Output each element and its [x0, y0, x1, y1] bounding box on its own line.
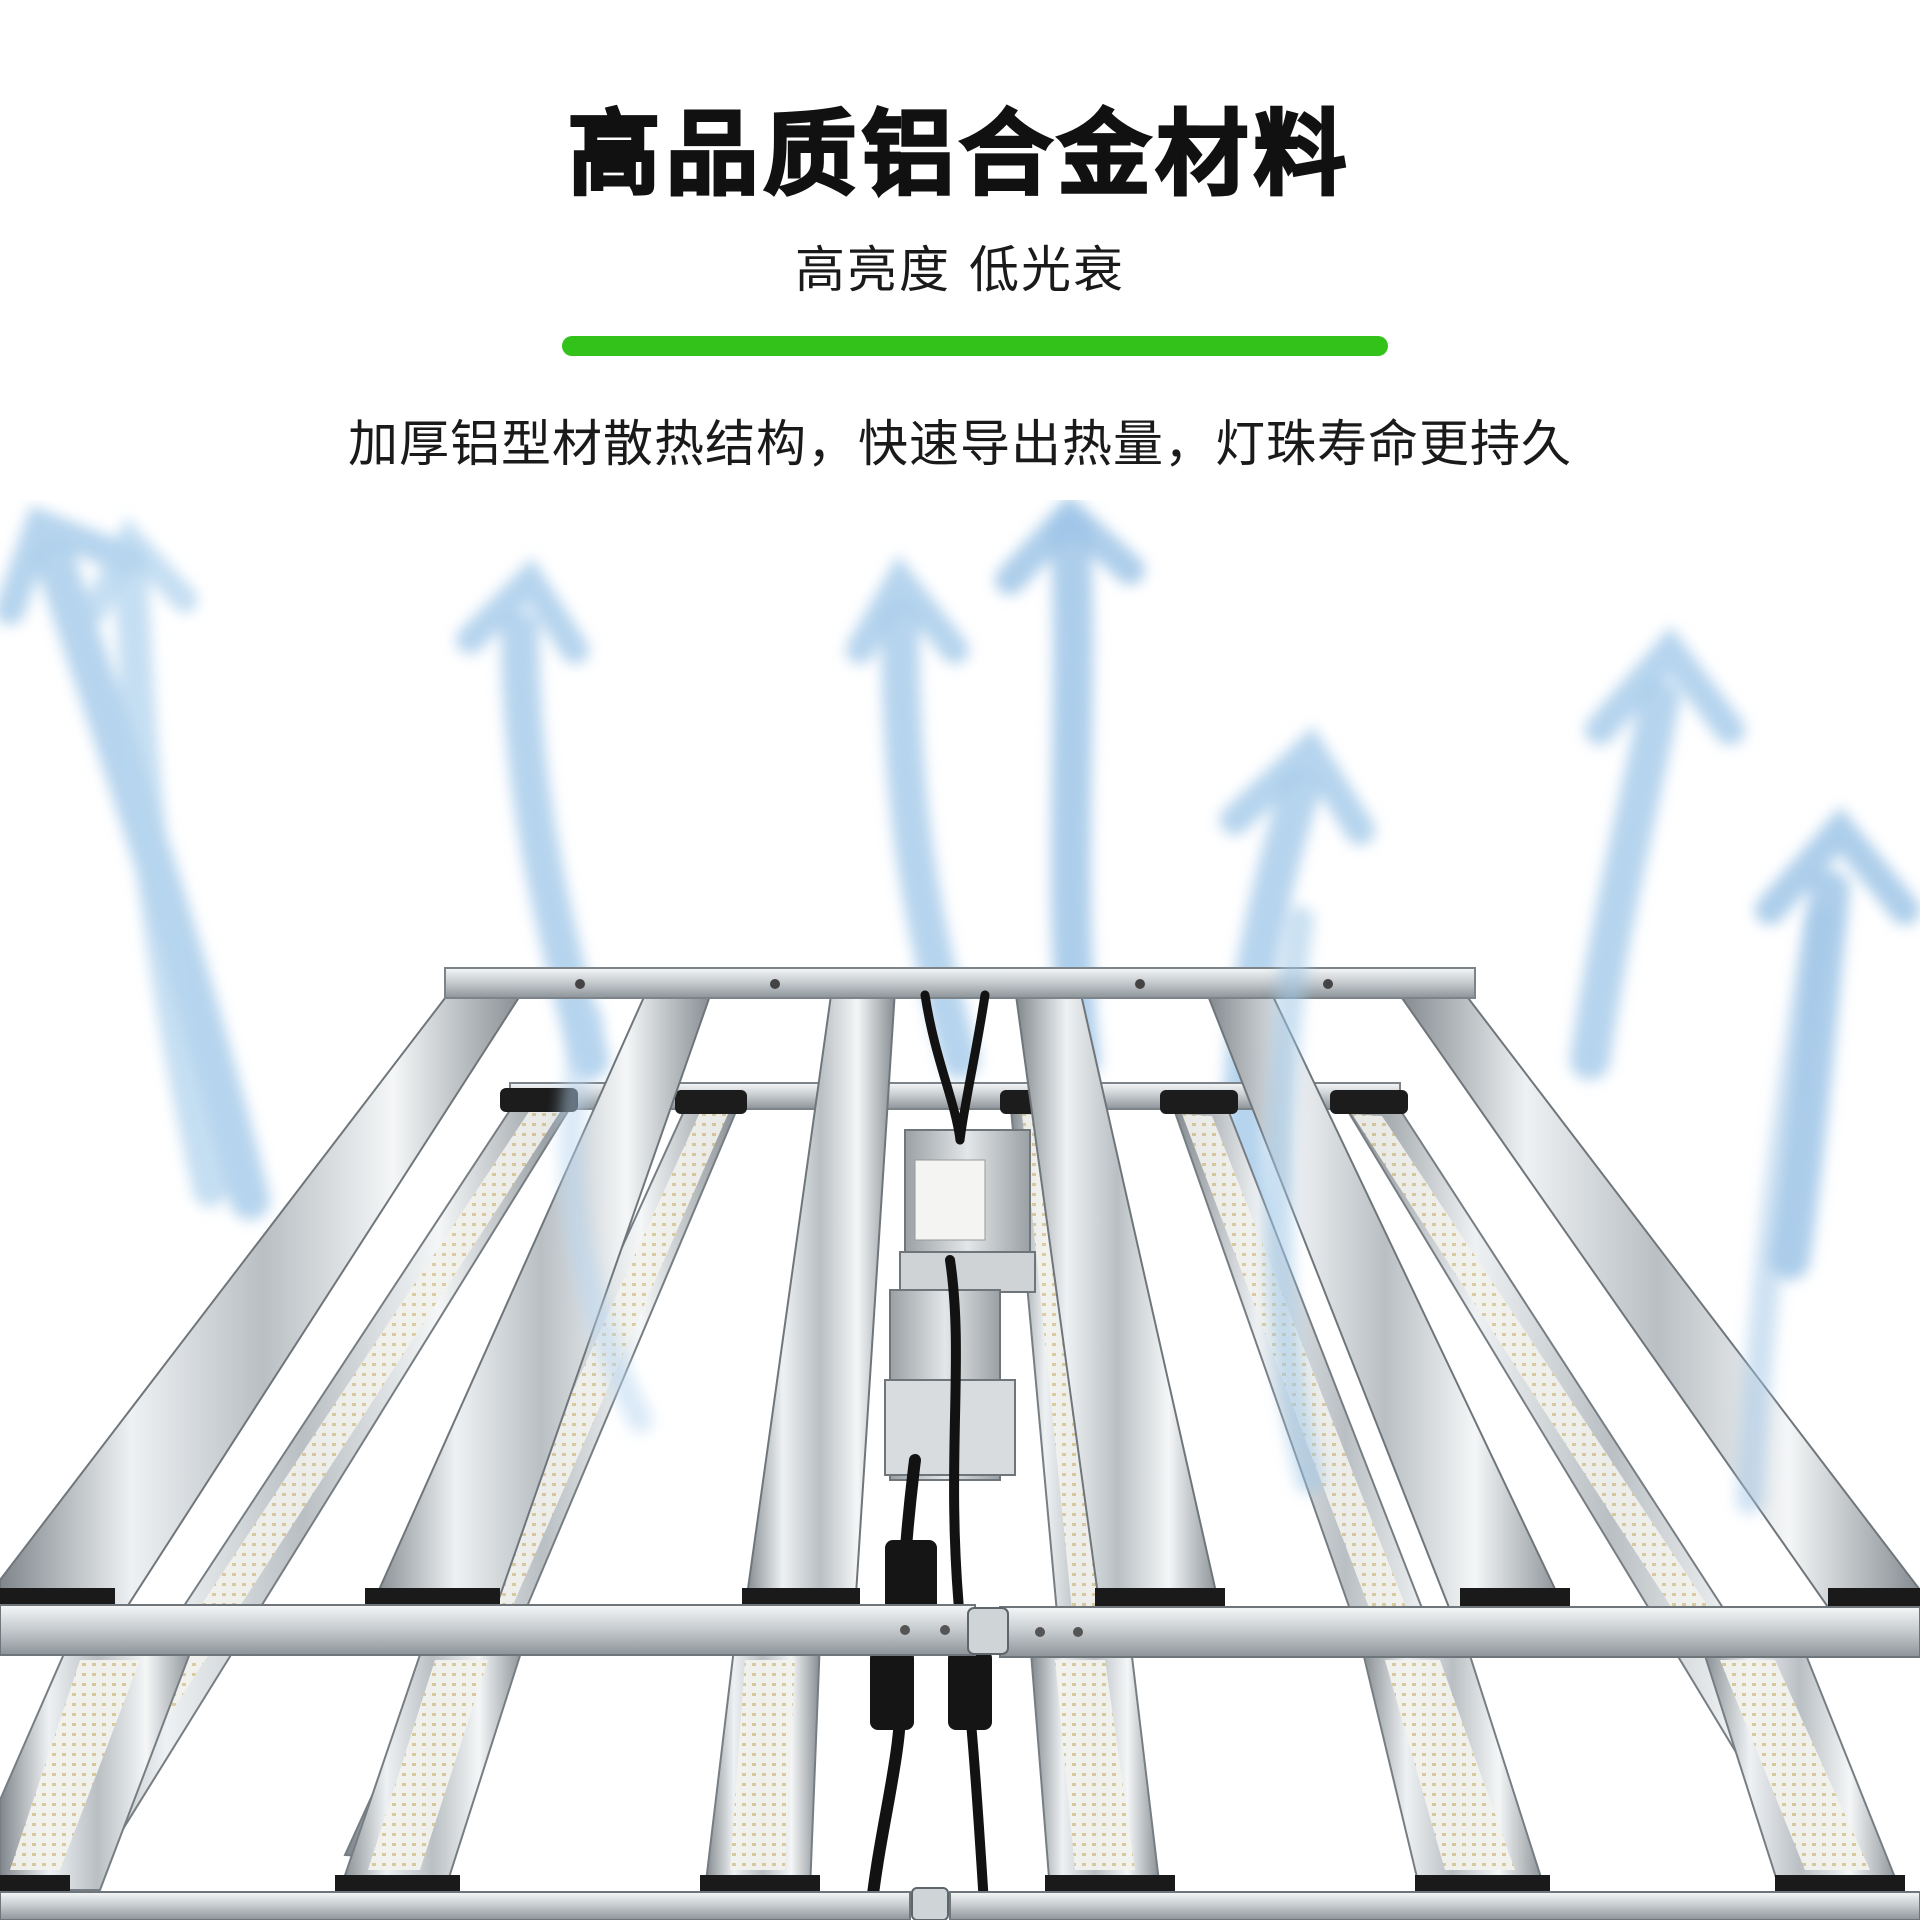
front-frame-bars — [0, 1604, 1920, 1920]
airflow-arrow-icon — [846, 554, 979, 1079]
page-subtitle: 高亮度 低光衰 — [795, 241, 1125, 299]
product-illustration — [0, 500, 1920, 1920]
grow-light-fixture — [0, 500, 1920, 1920]
light-bar — [0, 1639, 197, 1900]
airflow-arrow-icon — [558, 1007, 653, 1433]
airflow-arrow-icon — [1570, 626, 1745, 1080]
power-driver — [884, 1129, 1036, 1481]
light-bar — [335, 1639, 527, 1900]
airflow-arrow-icon — [1736, 906, 1834, 1514]
light-bar — [1028, 1639, 1175, 1900]
light-bar — [1358, 1639, 1550, 1900]
airflow-arrow-icon — [1264, 906, 1324, 1494]
feature-description: 加厚铝型材散热结构，快速导出热量，灯珠寿命更持久 — [348, 415, 1572, 473]
light-bar — [700, 1639, 822, 1900]
top-frame-bar — [444, 967, 1476, 999]
page-title: 高品质铝合金材料 — [566, 100, 1352, 210]
airflow-overlay — [558, 906, 1834, 1514]
light-bar — [1698, 1639, 1905, 1900]
heatsink-bar — [742, 986, 897, 1614]
header: 高品质铝合金材料 高亮度 低光衰 加厚铝型材散热结构，快速导出热量，灯珠寿命更持… — [0, 0, 1920, 500]
accent-divider — [562, 336, 1388, 356]
airflow-arrow-icon — [82, 517, 227, 1207]
